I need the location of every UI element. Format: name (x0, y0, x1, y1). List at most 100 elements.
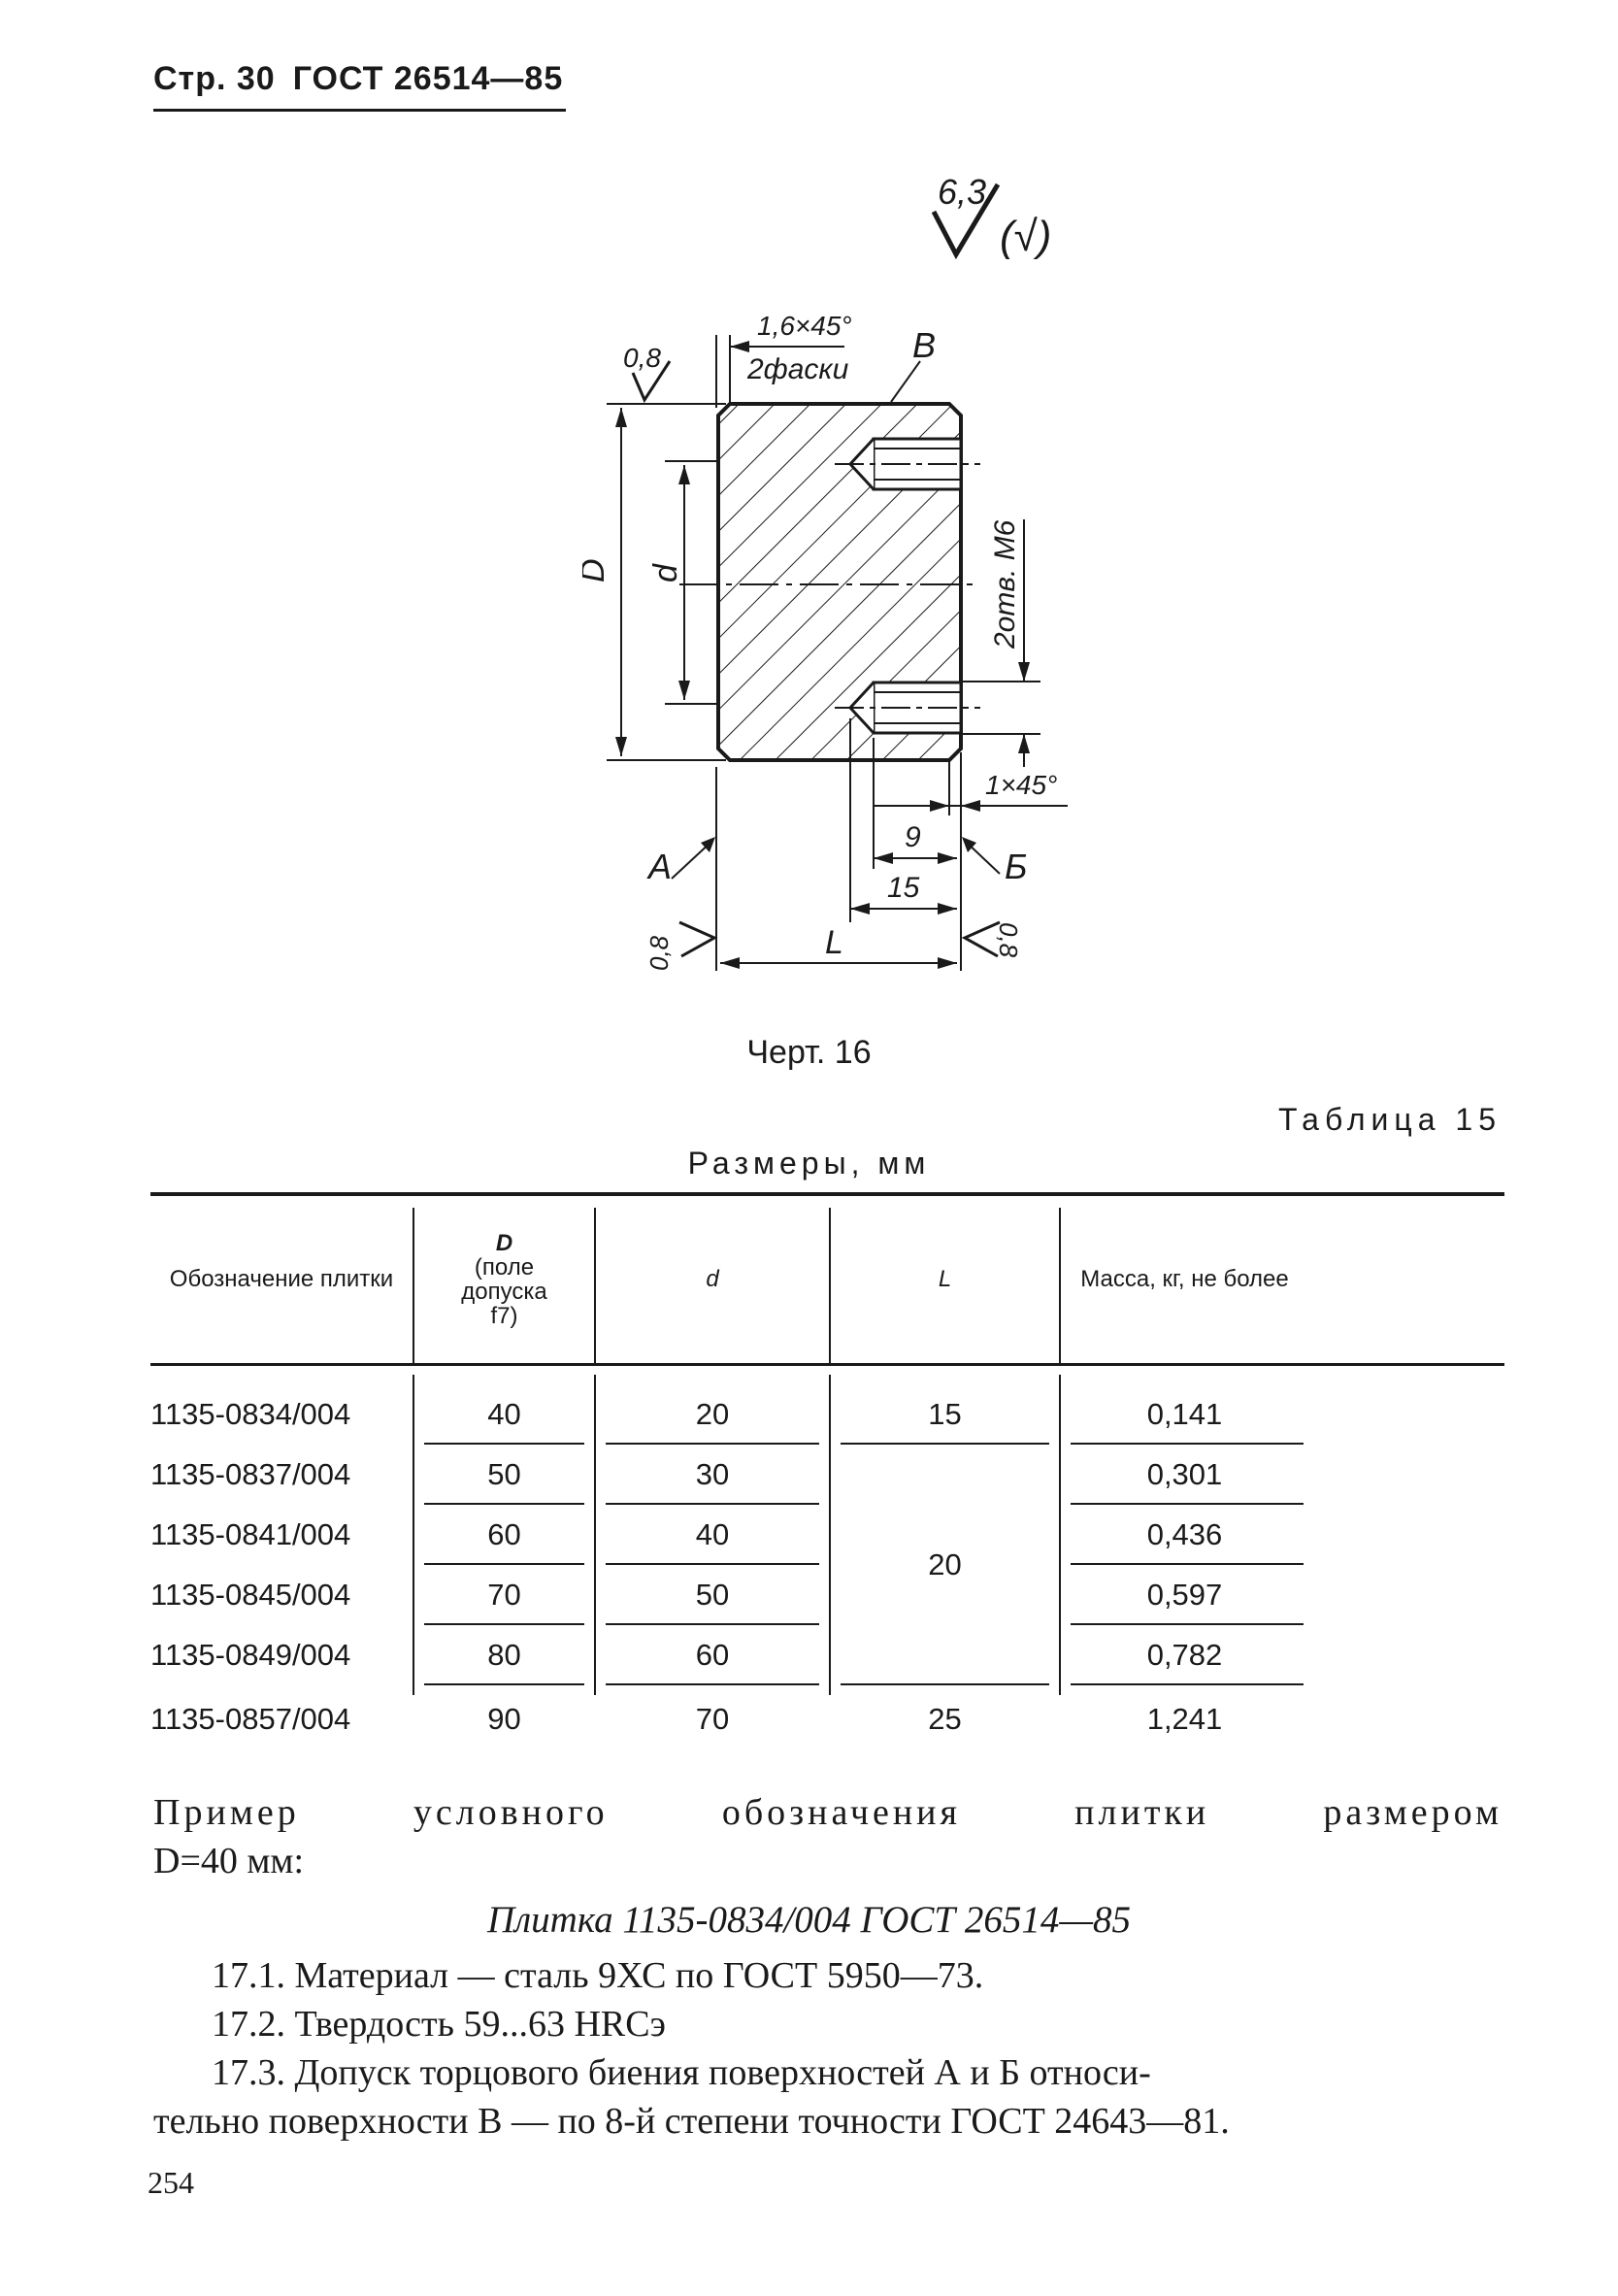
cell-mass: 1,241 (1146, 1702, 1223, 1736)
cell-d: 50 (695, 1578, 730, 1612)
cell-designation: 1135-0834/004 (150, 1397, 351, 1431)
cell-mass: 0,597 (1146, 1578, 1223, 1612)
cell-d: 30 (695, 1457, 730, 1491)
example-designation: Плитка 1135-0834/004 ГОСТ 26514—85 (487, 1899, 1131, 1941)
example-intro: Пример условного обозначения плитки разм… (153, 1788, 1502, 1885)
row-underline (424, 1443, 584, 1445)
table-row: 1135-0849/004 80 60 0,782 (150, 1625, 1504, 1685)
cell-designation: 1135-0837/004 (150, 1457, 351, 1491)
roughness-main-symbol (931, 183, 1001, 260)
cell-D: 60 (487, 1517, 521, 1551)
cell-L: 25 (928, 1702, 962, 1736)
item-17-3-line-2: тельно поверхности В — по 8-й степени то… (153, 2101, 1230, 2142)
row-underline (1071, 1563, 1304, 1565)
surface-b-arrow (962, 837, 976, 852)
surface-a-arrow (701, 837, 715, 852)
dim-arrow-D-bottom (615, 737, 627, 756)
row-underline (424, 1623, 584, 1625)
header-sep-3 (829, 1208, 831, 1363)
figure-caption: Черт. 16 (746, 1034, 872, 1071)
item-17-1: 17.1. Материал — сталь 9ХС по ГОСТ 5950—… (212, 1955, 984, 1996)
cell-d: 60 (695, 1638, 730, 1672)
row-underline (424, 1563, 584, 1565)
cell-mass: 0,301 (1146, 1457, 1223, 1491)
roughness-bottom-left: 0,8 (644, 935, 674, 971)
roughness-main-value: 6,3 (938, 172, 986, 212)
dim-arrow-L-r (938, 957, 957, 969)
dim-arrow-9-r (938, 852, 957, 864)
cell-designation: 1135-0849/004 (150, 1638, 351, 1672)
header-d: d (706, 1266, 719, 1293)
body-sep-3 (829, 1375, 831, 1695)
cell-designation: 1135-0857/004 (150, 1702, 351, 1736)
header-D: D (поле допуска f7) (414, 1196, 594, 1363)
header-designation: Обозначение плитки (169, 1266, 394, 1293)
cell-d: 20 (695, 1397, 730, 1431)
row-underline (424, 1503, 584, 1505)
cell-D: 90 (487, 1702, 521, 1736)
example-line-1: Пример условного обозначения плитки разм… (153, 1792, 1502, 1833)
chamfer-label: 1,6×45° (757, 311, 852, 341)
row-underline (606, 1683, 819, 1685)
dim-arrow-15-l (850, 903, 870, 915)
dim-arrow-d-top (678, 465, 690, 484)
cell-mass: 0,782 (1146, 1638, 1223, 1672)
header-D-line3: допуска (461, 1279, 547, 1305)
roughness-symbol-bottom-right (961, 920, 1001, 958)
dim-arrow-15-r (938, 903, 957, 915)
row-underline (606, 1503, 819, 1505)
chamfer-arrow (730, 341, 749, 352)
chamfer-small-label: 1×45° (985, 770, 1057, 800)
body-sep-2 (594, 1375, 596, 1695)
table-row: 1135-0841/004 60 40 0,436 (150, 1505, 1504, 1565)
cell-L-merged: 20 (928, 1547, 962, 1581)
surface-b-upper-label: В (912, 325, 936, 365)
header-D-line4: f7) (490, 1303, 518, 1330)
dim-label-d: d (647, 563, 684, 582)
item-17-3: 17.3. Допуск торцового биения поверхност… (153, 2048, 1502, 2146)
cell-D: 50 (487, 1457, 521, 1491)
dim-arrow-d-bottom (678, 681, 690, 700)
row-underline (1071, 1443, 1304, 1445)
header-rule (153, 109, 566, 112)
row-underline (606, 1563, 819, 1565)
row-underline (606, 1443, 819, 1445)
table-subtitle: Размеры, мм (687, 1146, 931, 1181)
header-sep-1 (413, 1208, 414, 1363)
page-number: 254 (148, 2165, 194, 2200)
roughness-paren: (√) (1000, 213, 1051, 260)
cell-designation: 1135-0845/004 (150, 1578, 351, 1612)
hole-dim-arrow-bottom (1018, 734, 1030, 753)
cell-D: 40 (487, 1397, 521, 1431)
item-17-3-line-1: 17.3. Допуск торцового биения поверхност… (212, 2052, 1151, 2093)
row-underline (841, 1683, 1049, 1685)
technical-drawing: 6,3 (√) D d 0,8 1,6×45° 2фаски В 2отв. М… (582, 172, 1068, 971)
surface-b-label: Б (1005, 847, 1027, 886)
table-row: 1135-0834/004 40 20 15 0,141 (150, 1384, 1504, 1445)
header-sep-2 (594, 1208, 596, 1363)
example-line-2: D=40 мм: (153, 1841, 305, 1881)
chamfer-count-label: 2фаски (746, 353, 849, 385)
dim-arrow-D-top (615, 408, 627, 427)
cell-D: 70 (487, 1578, 521, 1612)
cell-L: 15 (928, 1397, 962, 1431)
dimensions-table: Обозначение плитки D (поле допуска f7) d… (150, 1192, 1504, 1736)
cell-d: 40 (695, 1517, 730, 1551)
hole-dim-arrow-top (1018, 662, 1030, 682)
cell-mass: 0,436 (1146, 1517, 1223, 1551)
cell-mass: 0,141 (1146, 1397, 1223, 1431)
table-title: Таблица 15 (1278, 1102, 1502, 1137)
dim-label-15: 15 (887, 872, 920, 904)
surface-b-upper-leader (890, 360, 921, 403)
header-D-symbol: D (495, 1229, 513, 1256)
cell-designation: 1135-0841/004 (150, 1517, 351, 1551)
chamfer-small-arrow-r (961, 800, 980, 812)
page-reference: Стр. 30 (153, 60, 276, 97)
row-underline (841, 1443, 1049, 1445)
item-17-2: 17.2. Твердость 59...63 HRCэ (212, 2004, 666, 2045)
header-L: L (938, 1266, 952, 1293)
chamfer-small-arrow-l (930, 800, 949, 812)
dim-arrow-9-l (874, 852, 893, 864)
row-underline (1071, 1503, 1304, 1505)
